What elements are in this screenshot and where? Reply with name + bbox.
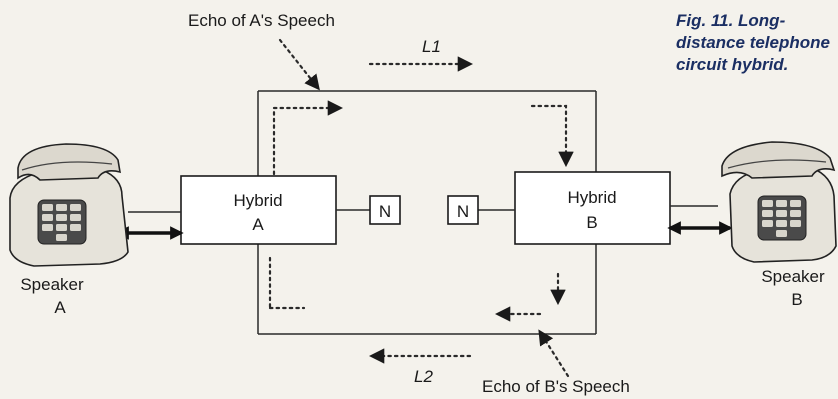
- speaker-a-title: Speaker: [20, 275, 84, 294]
- echo-path-b-upper: [532, 106, 566, 164]
- hybrid-b-id: B: [586, 213, 597, 232]
- hybrid-a-id: A: [252, 215, 264, 234]
- figure-caption-line-1: Fig. 11. Long-: [676, 11, 786, 30]
- speaker-b-id: B: [791, 290, 802, 309]
- hybrid-b-box: [515, 172, 670, 244]
- telephone-a-icon: [10, 144, 128, 266]
- echo-path-a-upper: [274, 108, 340, 174]
- line-l1-label: L1: [422, 37, 441, 56]
- echo-b-pointer: [540, 332, 568, 376]
- line-l2-label: L2: [414, 367, 433, 386]
- network-b-label: N: [457, 202, 469, 221]
- hybrid-a-title: Hybrid: [233, 191, 282, 210]
- echo-a-pointer: [280, 40, 318, 88]
- telephone-b-icon: [722, 142, 836, 262]
- figure-caption-line-3: circuit hybrid.: [676, 55, 788, 74]
- echo-a-label: Echo of A's Speech: [188, 11, 335, 30]
- speaker-b-title: Speaker: [761, 267, 825, 286]
- speaker-a-id: A: [54, 298, 66, 317]
- figure-caption-line-2: distance telephone: [676, 33, 830, 52]
- echo-b-label: Echo of B's Speech: [482, 377, 630, 396]
- network-a-label: N: [379, 202, 391, 221]
- hybrid-b-title: Hybrid: [567, 188, 616, 207]
